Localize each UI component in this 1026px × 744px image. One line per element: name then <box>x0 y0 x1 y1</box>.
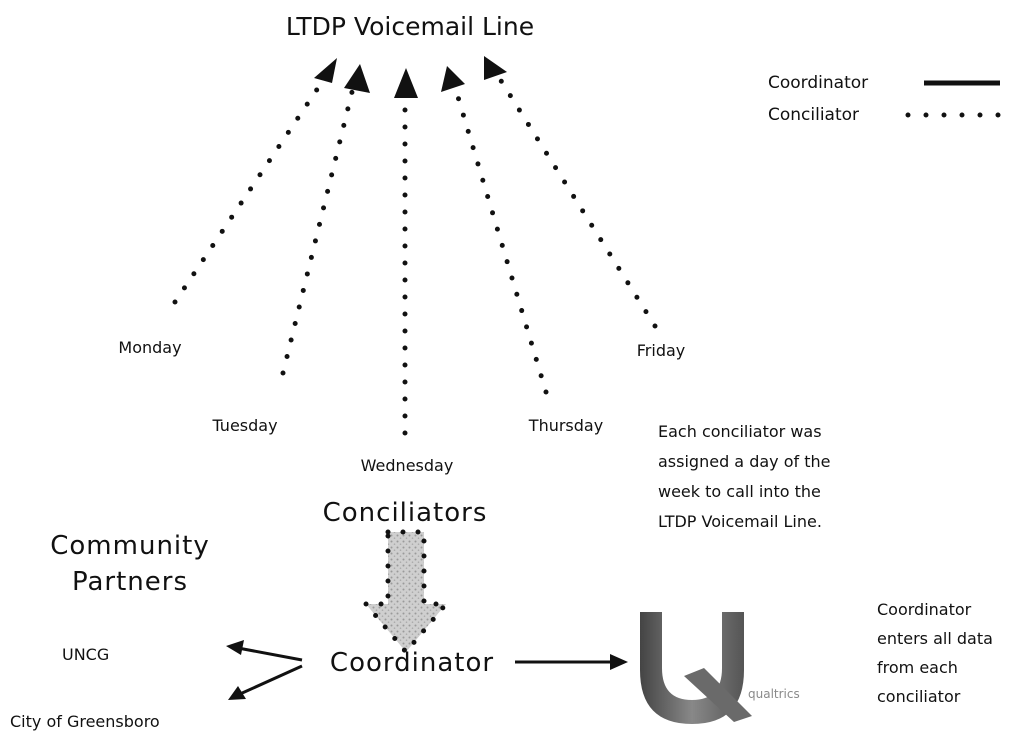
day-label-wednesday: Wednesday <box>361 456 454 475</box>
coordinator-label: Coordinator <box>330 648 494 678</box>
partner-arrows <box>237 646 303 696</box>
conciliators-label: Conciliators <box>323 498 488 528</box>
coordinator-note: Coordinator enters all data from each co… <box>877 600 993 706</box>
day-label-monday: Monday <box>118 338 181 357</box>
community-partners-label-line2: Partners <box>72 567 188 597</box>
qualtrics-logo: qualtrics <box>640 612 800 724</box>
coordinator-note-line: Coordinator <box>877 600 972 619</box>
arrowhead-qualtrics <box>610 654 628 670</box>
arrow-heads <box>314 56 507 98</box>
day-label-friday: Friday <box>637 341 686 360</box>
note-line: LTDP Voicemail Line. <box>658 512 822 531</box>
arrow-to-greensboro <box>239 664 303 696</box>
legend-label-conciliator: Conciliator <box>768 105 859 125</box>
conciliator-to-coordinator-arrow <box>360 529 452 656</box>
arrowhead-uncg <box>226 640 244 655</box>
arrowhead-friday <box>484 56 507 80</box>
arrowhead-monday <box>314 58 337 83</box>
arrowhead-thursday <box>441 66 465 92</box>
note-line: Each conciliator was <box>658 422 822 441</box>
qualtrics-q-tail <box>684 668 752 722</box>
partner-arrowheads <box>226 640 246 700</box>
day-label-tuesday: Tuesday <box>211 416 277 435</box>
coordinator-note-line: enters all data <box>877 629 993 648</box>
qualtrics-wordmark: qualtrics <box>748 687 800 701</box>
assignment-note: Each conciliator was assigned a day of t… <box>658 422 830 531</box>
monday-arrow <box>172 79 325 305</box>
day-arrows <box>172 73 658 436</box>
partner-label-greensboro: City of Greensboro <box>10 712 160 731</box>
day-label-thursday: Thursday <box>528 416 603 435</box>
note-line: assigned a day of the <box>658 452 830 471</box>
partner-label-uncg: UNCG <box>62 645 109 664</box>
arrowhead-tuesday <box>344 64 370 93</box>
arrow-to-uncg <box>237 646 303 662</box>
tuesday-arrow <box>280 89 355 376</box>
thursday-arrow <box>452 84 549 395</box>
diagram-title: LTDP Voicemail Line <box>286 12 534 41</box>
legend-label-coordinator: Coordinator <box>768 73 868 93</box>
coordinator-note-line: from each <box>877 658 958 677</box>
coordinator-note-line: conciliator <box>877 687 961 706</box>
community-partners-label-line1: Community <box>50 531 209 561</box>
arrowhead-wednesday <box>394 68 418 98</box>
arrowhead-greensboro <box>228 686 246 700</box>
note-line: week to call into the <box>658 482 821 501</box>
friday-arrow <box>495 73 658 329</box>
